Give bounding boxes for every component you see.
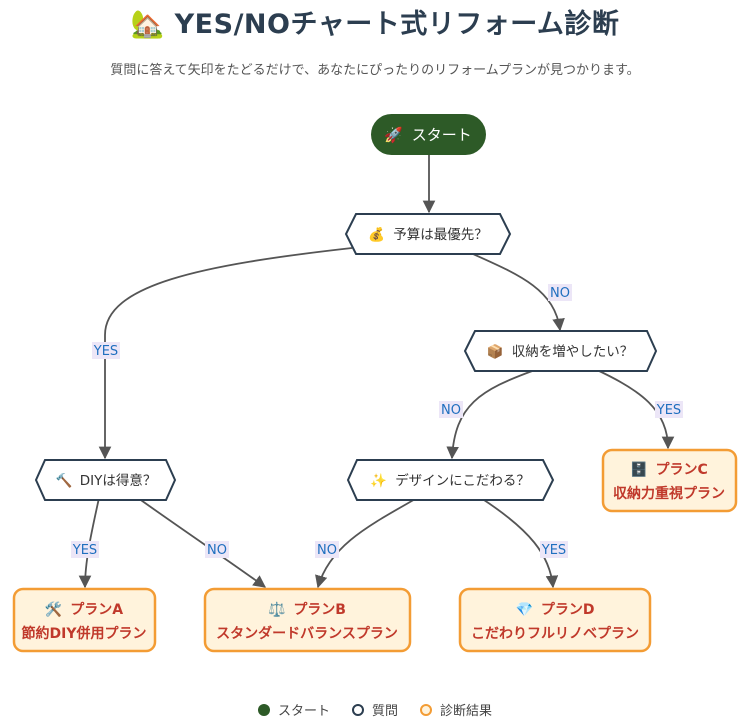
question-dot-icon (351, 703, 364, 716)
edge-storage-plan-c (596, 369, 675, 450)
package-icon: 📦 (487, 343, 504, 360)
legend-item-question: 質問 (351, 700, 398, 719)
svg-text:こだわりフルリノベプラン: こだわりフルリノベプラン (471, 626, 639, 642)
file-cabinet-icon: 🗄️ (630, 461, 647, 478)
edge-label-design-plan-b: NO (315, 541, 339, 558)
hammer-icon: 🔨 (56, 472, 73, 489)
svg-text:NO: NO (317, 543, 337, 558)
edge-label-diy-plan-b: NO (205, 541, 229, 558)
svg-text:スタンダードバランスプラン: スタンダードバランスプラン (216, 625, 398, 642)
svg-text:YES: YES (541, 543, 566, 558)
edge-budget-storage (472, 253, 565, 332)
edge-label-diy-plan-a: YES (71, 541, 99, 558)
legend-item-result: 診断結果 (420, 700, 492, 719)
svg-text:💎 プランD: 💎 プランD (516, 602, 595, 618)
node-question-diy[interactable]: 🔨 DIYは得意？ (34, 459, 177, 501)
svg-text:YES: YES (72, 543, 97, 558)
svg-text:🗄️ プランC: 🗄️ プランC (630, 461, 708, 478)
svg-text:🛠️ プランA: 🛠️ プランA (45, 600, 123, 618)
edge-label-storage-design: NO (439, 401, 463, 418)
node-question-budget[interactable]: 💰 予算は最優先？ (344, 213, 512, 255)
money-bag-icon: 💰 (368, 226, 385, 243)
svg-text:📦 収納を増やしたい？: 📦 収納を増やしたい？ (487, 343, 634, 360)
edge-diy-plan-b (137, 497, 267, 588)
rocket-icon: 🚀 (384, 126, 403, 144)
legend-label: スタート (277, 704, 330, 719)
node-result-plan-d[interactable]: 💎 プランD こだわりフルリノベプラン (458, 587, 652, 653)
svg-text:YES: YES (656, 403, 681, 418)
svg-text:NO: NO (441, 403, 461, 418)
edge-label-storage-plan-c: YES (655, 401, 683, 418)
edge-labels: YES NO NO YES YES NO NO YES (71, 284, 683, 558)
svg-text:🚀 スタート: 🚀 スタート (384, 126, 471, 144)
svg-text:NO: NO (207, 543, 227, 558)
svg-text:NO: NO (550, 286, 570, 301)
svg-text:💰 予算は最優先？: 💰 予算は最優先？ (368, 226, 488, 243)
svg-text:✨ デザインにこだわる？: ✨ デザインにこだわる？ (370, 472, 530, 489)
svg-text:⚖️ プランB: ⚖️ プランB (268, 601, 346, 618)
edge-design-plan-b (315, 497, 418, 589)
page-subtitle: 質問に答えて矢印をたどるだけで、あなたにぴったりのリフォームプランが見つかります… (110, 63, 640, 78)
gem-icon: 💎 (516, 602, 533, 618)
legend-label: 質問 (371, 704, 398, 719)
node-result-plan-a[interactable]: 🛠️ プランA 節約DIY併用プラン (12, 587, 157, 653)
svg-text:収納力重視プラン: 収納力重視プラン (613, 485, 725, 502)
node-start[interactable]: 🚀 スタート (371, 114, 486, 155)
page-title: 🏡 YES/NOチャート式リフォーム診断 (0, 2, 750, 41)
edge-label-budget-diy: YES (92, 342, 120, 359)
edges (78, 155, 675, 589)
svg-text:YES: YES (93, 344, 118, 359)
node-question-storage[interactable]: 📦 収納を増やしたい？ (463, 330, 658, 372)
edge-label-design-plan-d: YES (540, 541, 568, 558)
result-dot-icon (420, 703, 432, 716)
legend-item-start: スタート (257, 700, 330, 719)
node-question-design[interactable]: ✨ デザインにこだわる？ (346, 459, 555, 501)
tools-icon: 🛠️ (45, 600, 62, 618)
legend: スタート 質問 診断結果 (0, 700, 750, 719)
start-dot-icon (257, 703, 270, 716)
svg-text:🔨 DIYは得意？: 🔨 DIYは得意？ (56, 472, 157, 489)
title-text: YES/NOチャート式リフォーム診断 (174, 9, 620, 40)
svg-text:節約DIY併用プラン: 節約DIY併用プラン (22, 625, 147, 642)
house-icon: 🏡 (130, 9, 165, 40)
edge-label-budget-storage: NO (548, 284, 572, 301)
legend-label: 診断結果 (440, 704, 493, 719)
edge-budget-diy (98, 247, 353, 460)
sparkles-icon: ✨ (370, 473, 387, 489)
node-result-plan-c[interactable]: 🗄️ プランC 収納力重視プラン (601, 448, 738, 513)
edge-storage-design (446, 369, 536, 460)
node-result-plan-b[interactable]: ⚖️ プランB スタンダードバランスプラン (203, 587, 412, 653)
edge-design-plan-d (480, 497, 559, 589)
balance-scale-icon: ⚖️ (268, 601, 285, 618)
